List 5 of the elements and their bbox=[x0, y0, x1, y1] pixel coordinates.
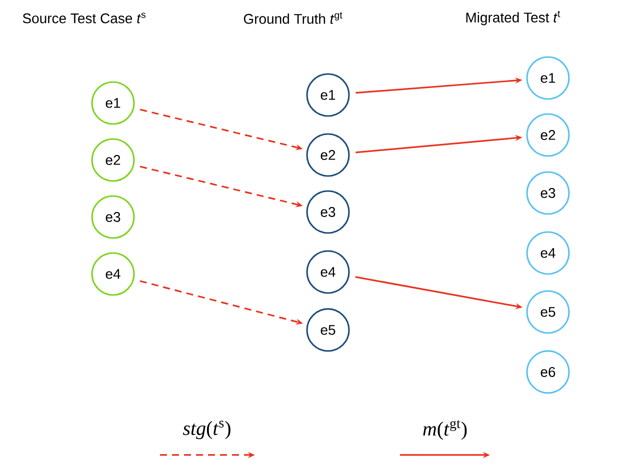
legend-label: m(t$^{gt}$) bbox=[423, 420, 467, 440]
column-heading: Source Test Case t$^{s}$ bbox=[22, 12, 146, 24]
legend-label: stg(t$^{s}$) bbox=[182, 420, 230, 440]
column-heading: Migrated Test t$^{t}$ bbox=[466, 10, 560, 26]
column-heading: Ground Truth t$^{gt}$ bbox=[244, 12, 342, 24]
